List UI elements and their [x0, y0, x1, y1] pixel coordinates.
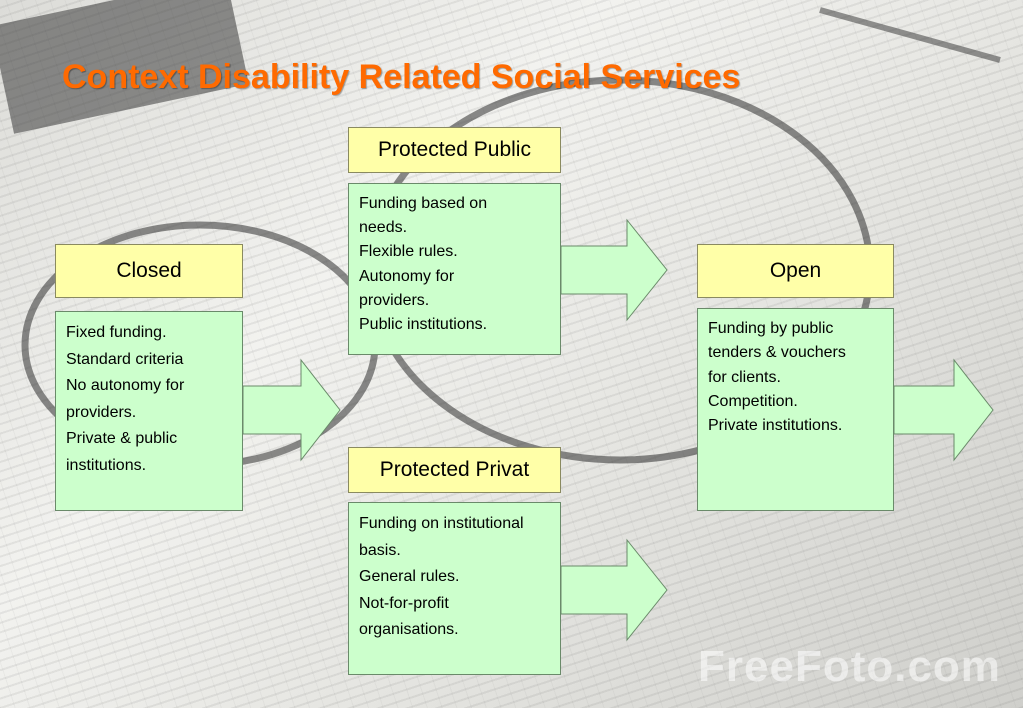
protected-public-line: Funding based on [359, 195, 488, 212]
protected-privat-line: Not-for-profit [359, 594, 449, 612]
closed-line: providers. [66, 403, 137, 421]
open-header-label: Open [769, 259, 822, 282]
protected-privat-header: Protected Privat [348, 447, 561, 493]
open-line: for clients. [708, 368, 781, 386]
closed-line: Fixed funding. [66, 324, 167, 341]
protected-public-header-label: Protected Public [378, 138, 531, 161]
open-line: Funding by public [708, 320, 834, 337]
open-header: Open [697, 244, 894, 298]
freefoto-watermark: FreeFoto.com [698, 642, 1001, 691]
protected-privat-header-label: Protected Privat [379, 458, 530, 481]
open-line: Competition. [708, 392, 798, 410]
protected-public-line: Flexible rules. [359, 243, 458, 261]
protected-privat-line: Funding on institutional [359, 515, 524, 532]
open-line: tenders & vouchers [708, 344, 846, 362]
closed-line: Private & public [66, 430, 178, 447]
protected-privat-description-box: Funding on institutional basis. General … [348, 502, 561, 675]
protected-public-arrow [560, 218, 668, 322]
closed-line: No autonomy for [66, 377, 185, 394]
protected-public-line: needs. [359, 219, 408, 237]
closed-description-box: Fixed funding. Standard criteria No auto… [55, 311, 243, 511]
open-line: Private institutions. [708, 417, 843, 435]
protected-public-line: Autonomy for [359, 267, 455, 285]
protected-public-line: providers. [359, 291, 430, 309]
protected-privat-arrow [560, 538, 668, 642]
protected-public-description-box: Funding based on needs. Flexible rules. … [348, 183, 561, 355]
open-arrow [893, 358, 994, 462]
closed-header: Closed [55, 244, 243, 298]
protected-privat-line: basis. [359, 541, 401, 559]
protected-public-line: Public institutions. [359, 316, 488, 334]
closed-arrow [242, 358, 341, 462]
closed-header-label: Closed [116, 259, 182, 282]
protected-privat-line: organisations. [359, 621, 459, 638]
slide-title: Context Disability Related Social Servic… [62, 58, 741, 96]
protected-privat-line: General rules. [359, 568, 460, 585]
protected-public-header: Protected Public [348, 127, 561, 173]
closed-line: Standard criteria [66, 350, 184, 368]
closed-line: institutions. [66, 456, 147, 474]
open-description-box: Funding by public tenders & vouchers for… [697, 308, 894, 511]
